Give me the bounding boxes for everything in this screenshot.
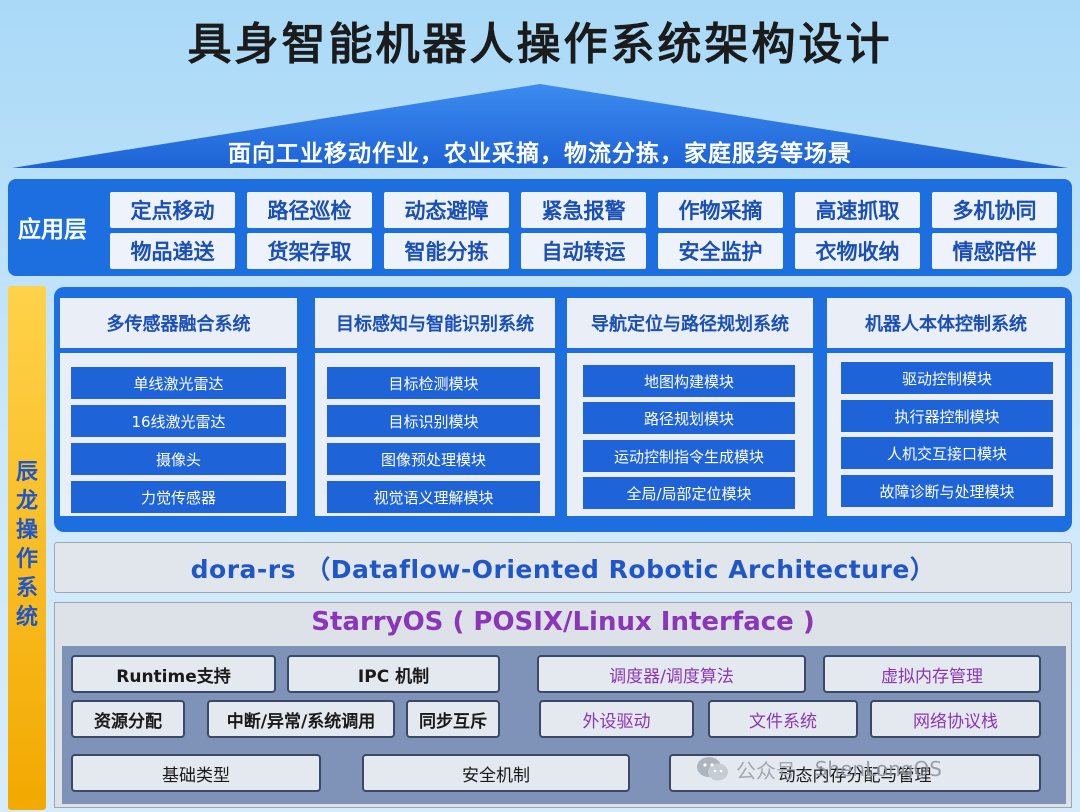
os-side-band bbox=[8, 286, 46, 810]
app-item: 情感陪伴 bbox=[932, 233, 1057, 269]
kernel-component: 调度器/调度算法 bbox=[537, 655, 806, 693]
kernel-component: 外设驱动 bbox=[539, 700, 694, 738]
module-item: 目标识别模块 bbox=[327, 405, 540, 437]
kernel-component: 安全机制 bbox=[362, 754, 630, 792]
module-item: 驱动控制模块 bbox=[841, 362, 1053, 394]
module-item: 故障诊断与处理模块 bbox=[841, 475, 1053, 507]
system-title-sensor-fusion: 多传感器融合系统 bbox=[60, 298, 297, 348]
kernel-component: 虚拟内存管理 bbox=[823, 655, 1041, 693]
kernel-component: 同步互斥 bbox=[406, 700, 500, 738]
page-title: 具身智能机器人操作系统架构设计 bbox=[187, 19, 893, 70]
kernel-component: 资源分配 bbox=[71, 700, 185, 738]
app-item: 自动转运 bbox=[521, 233, 646, 269]
os-label-char: 龙 bbox=[15, 489, 38, 514]
app-item: 高速抓取 bbox=[795, 192, 920, 228]
os-label-char: 操 bbox=[15, 518, 38, 543]
module-item: 执行器控制模块 bbox=[841, 400, 1053, 432]
watermark-name: ShenLongOS bbox=[814, 757, 942, 781]
app-item: 安全监护 bbox=[658, 233, 783, 269]
module-item: 地图构建模块 bbox=[583, 365, 795, 397]
module-item: 摄像头 bbox=[71, 443, 286, 475]
app-item: 作物采摘 bbox=[658, 192, 783, 228]
kernel-component: IPC 机制 bbox=[287, 655, 500, 693]
app-item: 多机协同 bbox=[932, 192, 1057, 228]
module-item: 全局/局部定位模块 bbox=[583, 477, 795, 509]
app-item: 路径巡检 bbox=[247, 192, 372, 228]
starryos-title: StarryOS ( POSIX/Linux Interface ) bbox=[311, 607, 815, 637]
system-title-perception: 目标感知与智能识别系统 bbox=[315, 298, 555, 348]
module-item: 人机交互接口模块 bbox=[841, 437, 1053, 469]
kernel-component: 中断/异常/系统调用 bbox=[207, 700, 395, 738]
watermark-prefix: 公众号 · bbox=[736, 758, 809, 783]
app-item: 智能分拣 bbox=[384, 233, 509, 269]
system-title-navigation: 导航定位与路径规划系统 bbox=[567, 298, 813, 348]
os-label-char: 辰 bbox=[15, 460, 38, 485]
module-item: 视觉语义理解模块 bbox=[327, 481, 540, 513]
module-item: 力觉传感器 bbox=[71, 481, 286, 513]
kernel-component: 网络协议栈 bbox=[870, 700, 1041, 738]
os-label-char: 作 bbox=[15, 547, 38, 572]
system-title-body-control: 机器人本体控制系统 bbox=[827, 298, 1065, 348]
app-item: 定点移动 bbox=[110, 192, 235, 228]
watermark: 公众号 · ShenLongOS bbox=[696, 753, 942, 785]
dora-rs-layer: dora-rs （Dataflow-Oriented Robotic Archi… bbox=[54, 542, 1072, 593]
os-label-char: 统 bbox=[15, 605, 38, 630]
kernel-component: 动态内存分配与管理 bbox=[669, 754, 1041, 792]
application-layer-label: 应用层 bbox=[18, 217, 87, 243]
kernel-component: Runtime支持 bbox=[71, 655, 276, 693]
os-side-label: 辰 龙 操 作 系 统 bbox=[8, 458, 46, 632]
module-item: 16线激光雷达 bbox=[71, 405, 286, 437]
app-item: 动态避障 bbox=[384, 192, 509, 228]
app-item: 物品递送 bbox=[110, 233, 235, 269]
module-item: 目标检测模块 bbox=[327, 367, 540, 399]
kernel-component: 文件系统 bbox=[708, 700, 858, 738]
roof-triangle bbox=[12, 84, 1068, 168]
kernel-component: 基础类型 bbox=[71, 754, 321, 792]
app-item: 紧急报警 bbox=[521, 192, 646, 228]
scenario-text: 面向工业移动作业，农业采摘，物流分拣，家庭服务等场景 bbox=[228, 141, 852, 167]
module-item: 路径规划模块 bbox=[583, 402, 795, 434]
os-label-char: 系 bbox=[15, 576, 38, 601]
wechat-icon bbox=[697, 757, 728, 781]
module-item: 单线激光雷达 bbox=[71, 367, 286, 399]
app-item: 衣物收纳 bbox=[795, 233, 920, 269]
module-item: 图像预处理模块 bbox=[327, 443, 540, 475]
module-item: 运动控制指令生成模块 bbox=[583, 440, 795, 472]
app-item: 货架存取 bbox=[247, 233, 372, 269]
